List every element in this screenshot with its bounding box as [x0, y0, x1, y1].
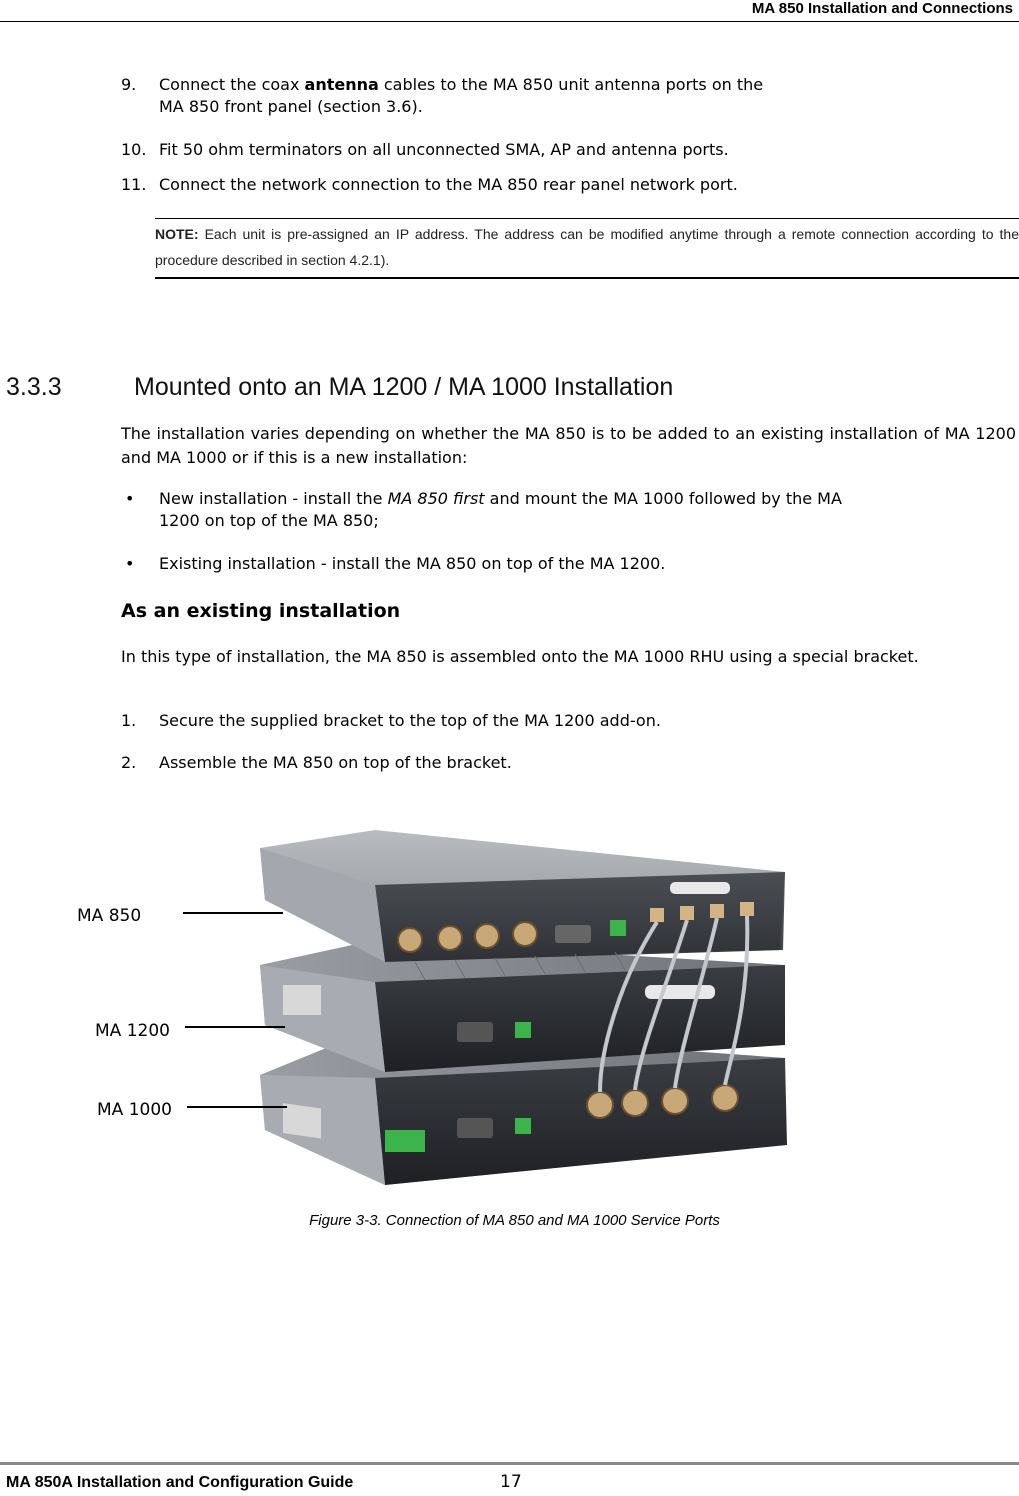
step-11: 11. Connect the network connection to th…: [121, 174, 1001, 196]
leader-line-ma1000: [187, 1106, 287, 1108]
step-number: 1.: [121, 711, 137, 730]
step-text: Fit 50 ohm terminators on all unconnecte…: [159, 140, 729, 159]
leader-line-ma1200: [185, 1026, 285, 1028]
step-text: Connect the network connection to the MA…: [159, 175, 738, 194]
page-number: 17: [500, 1472, 522, 1492]
label-ma1000: MA 1000: [97, 1100, 172, 1120]
note-box: NOTE: Each unit is pre-assigned an IP ad…: [155, 218, 1019, 279]
label-ma850: MA 850: [77, 906, 142, 926]
section-title: Mounted onto an MA 1200 / MA 1000 Instal…: [134, 373, 674, 401]
subheading: As an existing installation: [121, 600, 401, 622]
step-text: Assemble the MA 850 on top of the bracke…: [159, 753, 512, 772]
leader-line-ma850: [183, 912, 283, 914]
step-10: 10. Fit 50 ohm terminators on all unconn…: [121, 139, 1001, 161]
bullet-icon: •: [125, 489, 135, 508]
sub-paragraph: In this type of installation, the MA 850…: [121, 647, 919, 666]
note-label: NOTE:: [155, 226, 199, 242]
bullet-existing-installation: • Existing installation - install the MA…: [121, 553, 1001, 575]
header-rule: [0, 21, 1019, 22]
stacked-units-photo: [260, 830, 787, 1185]
step-text: Secure the supplied bracket to the top o…: [159, 711, 661, 730]
step-1: 1. Secure the supplied bracket to the to…: [121, 710, 1001, 732]
footer-rule: [0, 1462, 1019, 1465]
italic-emphasis: MA 850 first: [387, 489, 485, 508]
step-2: 2. Assemble the MA 850 on top of the bra…: [121, 752, 1001, 774]
bullet-icon: •: [125, 554, 135, 573]
bullet-new-installation: • New installation - install the MA 850 …: [121, 488, 1001, 536]
note-text: NOTE: Each unit is pre-assigned an IP ad…: [155, 226, 1019, 268]
bullet-text: New installation - install the MA 850 fi…: [159, 489, 842, 530]
step-number: 10.: [121, 140, 147, 159]
step-text: Connect the coax antenna cables to the M…: [159, 75, 764, 116]
coax-cables: [598, 915, 750, 1093]
step-number: 2.: [121, 753, 137, 772]
step-number: 11.: [121, 175, 147, 194]
figure-caption: Figure 3-3. Connection of MA 850 and MA …: [309, 1212, 720, 1229]
label-ma1200: MA 1200: [95, 1021, 170, 1041]
intro-paragraph: The installation varies depending on whe…: [121, 424, 1016, 467]
step-9: 9. Connect the coax antenna cables to th…: [121, 74, 1001, 122]
bullet-text: Existing installation - install the MA 8…: [159, 554, 666, 573]
running-header: MA 850 Installation and Connections: [751, 0, 1013, 17]
section-number: 3.3.3: [6, 373, 62, 401]
antenna-emphasis: antenna: [304, 75, 379, 94]
footer-title: MA 850A Installation and Configuration G…: [6, 1474, 354, 1491]
step-number: 9.: [121, 75, 137, 94]
